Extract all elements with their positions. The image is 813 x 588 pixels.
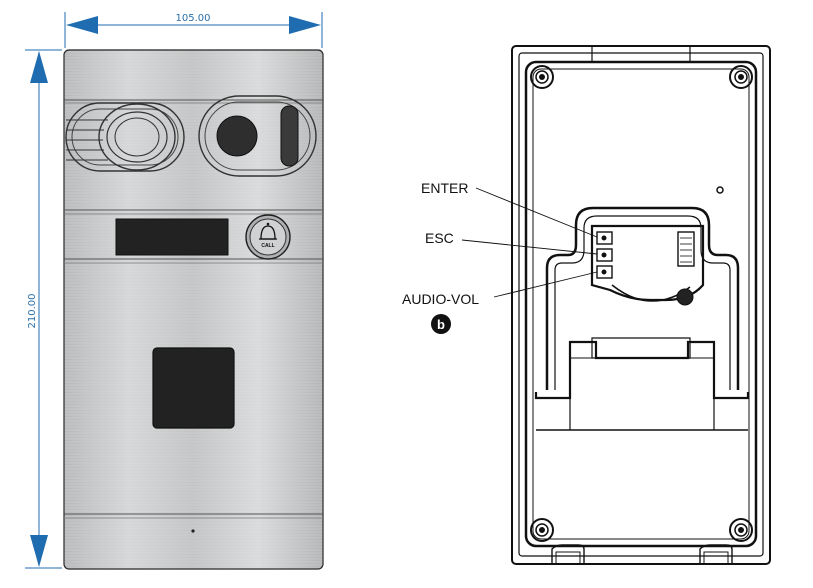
callouts: ENTER ESC AUDIO-VOL b	[402, 180, 598, 334]
screw-bottom-left-icon	[530, 518, 554, 542]
call-button-label: CALL	[261, 243, 274, 249]
callout-enter: ENTER	[421, 180, 468, 196]
esc-button	[596, 248, 613, 262]
badge-letter: b	[437, 317, 445, 332]
callout-esc: ESC	[425, 230, 454, 246]
bell-icon	[259, 222, 277, 240]
microphone-hole-icon	[191, 529, 195, 533]
arrow-left-icon	[66, 16, 98, 34]
height-dimension: 210.00	[25, 49, 62, 569]
potentiometer-icon	[676, 288, 694, 306]
height-label: 210.00	[27, 294, 38, 329]
arrow-right-icon	[289, 16, 321, 34]
call-button[interactable]: CALL	[245, 214, 291, 260]
ir-light-icon	[280, 105, 299, 167]
speaker-grille	[65, 102, 185, 172]
figure-badge: b	[431, 314, 451, 334]
name-plate	[115, 218, 229, 256]
camera-module	[198, 95, 317, 177]
enter-button	[596, 231, 613, 245]
card-reader-window	[152, 347, 235, 429]
arrow-down-icon	[30, 535, 48, 567]
screw-bottom-right-icon	[729, 518, 753, 542]
width-label: 105.00	[176, 13, 211, 24]
camera-lens-icon	[216, 115, 258, 157]
callout-audio-vol: AUDIO-VOL	[402, 291, 479, 307]
front-panel: CALL	[63, 49, 324, 570]
mounting-hole-icon	[716, 186, 724, 194]
width-dimension: 105.00	[64, 12, 323, 48]
arrow-up-icon	[30, 51, 48, 83]
screw-top-left-icon	[530, 65, 554, 89]
screw-top-right-icon	[729, 65, 753, 89]
rear-housing	[511, 45, 771, 565]
